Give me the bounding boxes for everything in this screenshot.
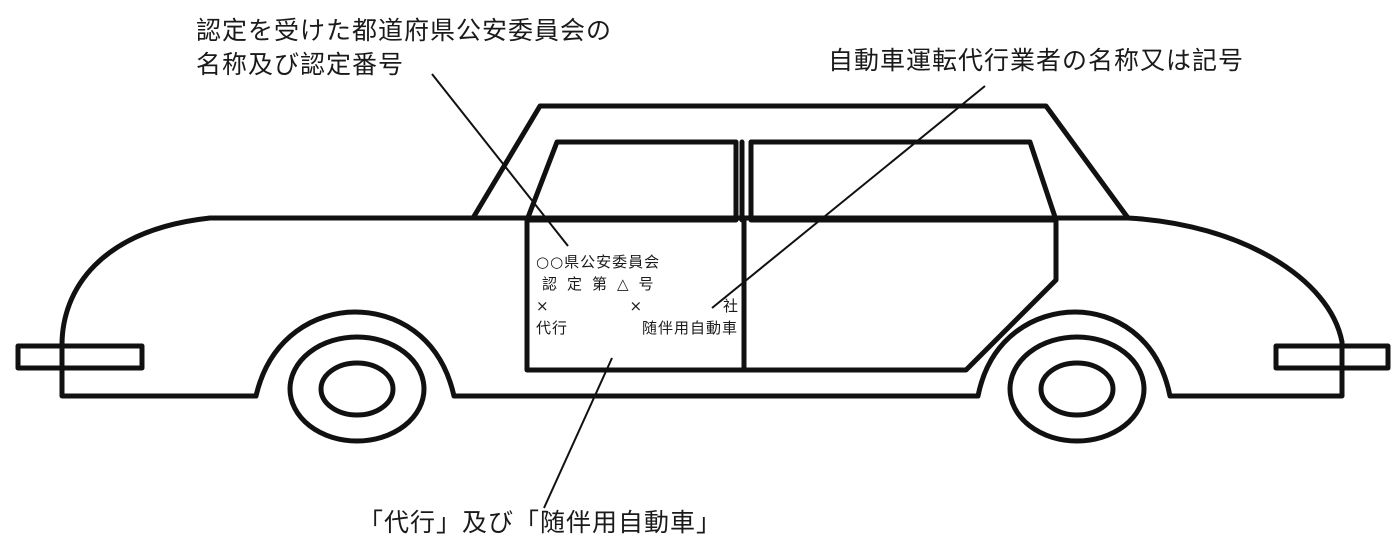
daiko-sign-label-text: 「代行」及び「随伴用自動車」 (358, 508, 723, 537)
front-wheel-outer (287, 334, 427, 444)
operator-label-text: 自動車運転代行業者の名称又は記号 (828, 46, 1245, 75)
door-sign-commission-text: ○○県公安委員会 (536, 253, 661, 271)
door-sign-operator: × × 社 (536, 295, 738, 317)
door-sign: ○○県公安委員会 認定第△号 × × 社 代行 随伴用自動車 (536, 251, 738, 339)
operator-label: 自動車運転代行業者の名称又は記号 (828, 44, 1244, 78)
door-sign-operator-mark-1: × (536, 297, 549, 315)
leader-line-daiko (543, 357, 613, 509)
front-wheel-inner (318, 360, 396, 418)
front-window (524, 139, 739, 223)
door-sign-daiko-text: 代行 (536, 319, 569, 337)
door-sign-operator-mark-2: × (629, 297, 643, 315)
commission-label: 認定を受けた都道府県公安委員会の 名称及び認定番号 (196, 14, 612, 82)
door-sign-operator-suffix: 社 (722, 297, 738, 315)
daiko-sign-label: 「代行」及び「随伴用自動車」 (358, 506, 722, 540)
door-sign-daiko: 代行 随伴用自動車 (536, 317, 738, 339)
door-sign-commission: ○○県公安委員会 (536, 251, 738, 273)
rear-window (748, 139, 1059, 223)
rear-wheel-outer (1007, 334, 1147, 444)
rear-bumper (1273, 343, 1391, 371)
door-sign-escort-text: 随伴用自動車 (641, 319, 738, 337)
door-sign-number-text: 認定第△号 (542, 275, 664, 293)
rear-wheel-inner (1038, 360, 1116, 418)
rear-door (741, 217, 1059, 373)
front-bumper (15, 343, 145, 371)
leader-line-commission (431, 73, 569, 247)
car-body-outline (59, 215, 1345, 399)
car-roof-outline (470, 103, 1131, 221)
leader-line-operator (711, 85, 986, 309)
commission-label-line1: 認定を受けた都道府県公安委員会の (196, 16, 613, 45)
commission-label-line2: 名称及び認定番号 (196, 50, 405, 79)
door-sign-number: 認定第△号 (536, 273, 738, 295)
front-door (524, 217, 747, 373)
